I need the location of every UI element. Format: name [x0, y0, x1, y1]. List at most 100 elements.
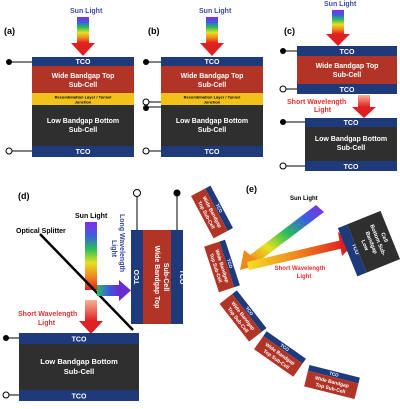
panel-c-short-label-1: Short Wavelength: [287, 99, 346, 106]
panel-a-terminal-bottom: [5, 147, 13, 155]
panel-a-bottom-cell-label-2: Sub-Cell: [69, 127, 97, 134]
panel-d-tco-left: [131, 230, 143, 324]
panel-c-top-cell: [297, 56, 397, 84]
panel-a-label: (a): [4, 26, 15, 36]
panel-d-sun-arrow-shaft: [85, 222, 97, 290]
panel-e-bottom-cell-label-1: Low: [359, 239, 369, 252]
panel-a-sun-arrow-shaft: [77, 17, 89, 43]
panel-d-short-arrow-head: [79, 321, 103, 334]
panel-e-module-3-cell: [219, 294, 262, 342]
panel-a-recomb-label-1: Recombination Layer / Tunnel: [55, 95, 112, 100]
panel-e-bottom-tco: [337, 224, 367, 277]
panel-e-module-2-cell: [204, 241, 235, 293]
panel-c-tco-mid: [297, 84, 397, 94]
panel-e-module-4: TCO Wide Bandgap Top Sub-Cell: [254, 331, 306, 377]
panel-c-short-arrow-shaft: [358, 95, 370, 107]
panel-c-top-cell-label-1: Wide Bandgap Top: [316, 63, 379, 70]
panel-b-tco-top: [161, 57, 263, 66]
panel-c-tco-top-label: TCO: [340, 49, 355, 56]
panel-d-tco-left-label: TCO: [134, 269, 141, 284]
panel-c-terminal-4: [279, 162, 287, 170]
panel-e-red-label-2: Light: [297, 274, 312, 280]
panel-a-tco-bottom: [32, 146, 134, 157]
panel-b-bottom-cell-label-1: Low Bandgap Bottom: [176, 118, 248, 125]
panel-d-tco-bottom: [19, 390, 139, 401]
panel-e-module-1: TCO Wide Bandgap Top Sub-Cell: [191, 185, 233, 239]
panel-e-module-4-tco: [263, 331, 306, 364]
panel-d-optical-splitter: [39, 233, 134, 331]
panel-c-tco-mid-label: TCO: [340, 87, 355, 94]
panel-d-top-cell: [143, 230, 171, 324]
panel-b-tco-top-label: TCO: [205, 59, 220, 66]
panel-e-module-5-cell: [304, 370, 359, 399]
panel-a-recomb-layer: [32, 93, 134, 105]
panel-d: (d) Optical Splitter Sun Light Long Wave…: [2, 189, 185, 401]
panel-c-tco-top: [297, 46, 397, 56]
panel-d-bottom-cell-label-2: Sub-Cell: [64, 367, 94, 376]
panel-c-short-arrow-head: [352, 107, 376, 118]
panel-d-tco-right: [171, 230, 183, 324]
panel-a-tco-bottom-label: TCO: [76, 149, 91, 156]
panel-d-tco-top: [19, 333, 139, 344]
panel-e-module-2-tco-label: TCO: [226, 258, 234, 269]
panel-e-module-5-tco: [307, 365, 360, 384]
panel-e-module-2-tco: [219, 239, 240, 288]
panel-d-terminal-bottom-1: [3, 335, 9, 341]
panel-e-module-3: TCO Wide Bandgap Top Sub-Cell: [219, 290, 267, 342]
panel-e-bottom-tco-label: TCO: [350, 243, 360, 257]
panel-c-label: (c): [284, 26, 295, 36]
panel-d-splitter-label: Optical Splitter: [16, 228, 66, 235]
panel-e-red-label-1: Short Wavelength: [275, 266, 326, 272]
panel-a-terminal-top: [6, 59, 12, 65]
panel-e-bottom-cell: [347, 210, 400, 273]
panel-e-module-2: TCO Wide Bandgap Top Sub-Cell: [204, 239, 240, 293]
panel-c-bottom-cell-label-1: Low Bandgap Bottom: [315, 136, 387, 143]
panel-d-short-label-1: Short Wavelength: [18, 311, 77, 318]
panel-e: (e) Sun Light Short Wavelength Light TCO…: [191, 184, 400, 399]
panel-b-sun-arrow-head: [200, 43, 224, 56]
panel-e-module-1-tco: [205, 185, 233, 231]
panel-b-label: (b): [148, 26, 160, 36]
panel-a-tco-top-label: TCO: [76, 59, 91, 66]
panel-d-top-cell-label-1: Wide Bandgap Top: [153, 246, 160, 309]
panel-c-tco-bottom-label: TCO: [344, 164, 359, 171]
panel-d-long-arrow-shaft: [97, 285, 119, 296]
panel-d-tco-right-label: TCO: [178, 270, 185, 285]
panel-a-tco-top: [32, 57, 134, 66]
panel-b-recomb-label-2: Junction: [204, 100, 221, 105]
panel-a-top-cell-label-1: Wide Bandgap Top: [52, 73, 115, 80]
panel-b-sun-label: Sun Light: [199, 8, 232, 15]
panel-d-terminal-top-left: [133, 189, 141, 197]
panel-e-module-3-tco: [232, 290, 267, 332]
panel-c-terminal-2: [279, 85, 287, 93]
panel-b-terminal-3: [143, 105, 149, 111]
panel-b-recomb-layer: [161, 93, 263, 105]
panel-d-bottom-cell: [19, 344, 139, 390]
panel-b-tco-bottom: [161, 146, 263, 157]
panel-c-tco-mid2: [305, 118, 397, 127]
panel-e-red-arrow-shaft: [247, 240, 344, 270]
panel-d-short-arrow-shaft: [85, 300, 97, 321]
panel-d-bottom-cell-label-1: Low Bandgap Bottom: [40, 357, 118, 366]
panel-d-long-label-2: Light: [110, 240, 117, 258]
panel-e-module-4-tco-label: TCO: [279, 343, 290, 353]
panel-b-bottom-cell: [161, 105, 263, 146]
panel-d-tco-bottom-label: TCO: [72, 394, 87, 401]
panel-b-terminal-4: [142, 147, 150, 155]
panel-a-recomb-label-2: Junction: [75, 100, 92, 105]
panel-a-bottom-cell-label-1: Low Bandgap Bottom: [47, 118, 119, 125]
panel-c-terminal-3: [280, 119, 286, 125]
panel-b-top-cell-label-2: Sub-Cell: [198, 82, 226, 89]
panel-c-sun-arrow-head: [326, 34, 350, 46]
panel-c-sun-arrow-shaft: [332, 10, 344, 34]
panel-b-sun-arrow-shaft: [206, 17, 218, 43]
panel-c-tco-bottom: [305, 161, 397, 171]
panel-a-sun-arrow-head: [71, 43, 95, 56]
panel-e-sun-label: Sun Light: [290, 196, 318, 202]
panel-b-bottom-cell-label-2: Sub-Cell: [198, 127, 226, 134]
panel-b-terminal-2: [142, 98, 150, 106]
panel-e-sun-arrow-shaft: [250, 205, 324, 262]
panel-c-terminal-1: [280, 48, 286, 54]
panel-d-terminal-bottom-2: [2, 391, 10, 399]
panel-c-bottom-cell-label-2: Sub-Cell: [337, 145, 365, 152]
